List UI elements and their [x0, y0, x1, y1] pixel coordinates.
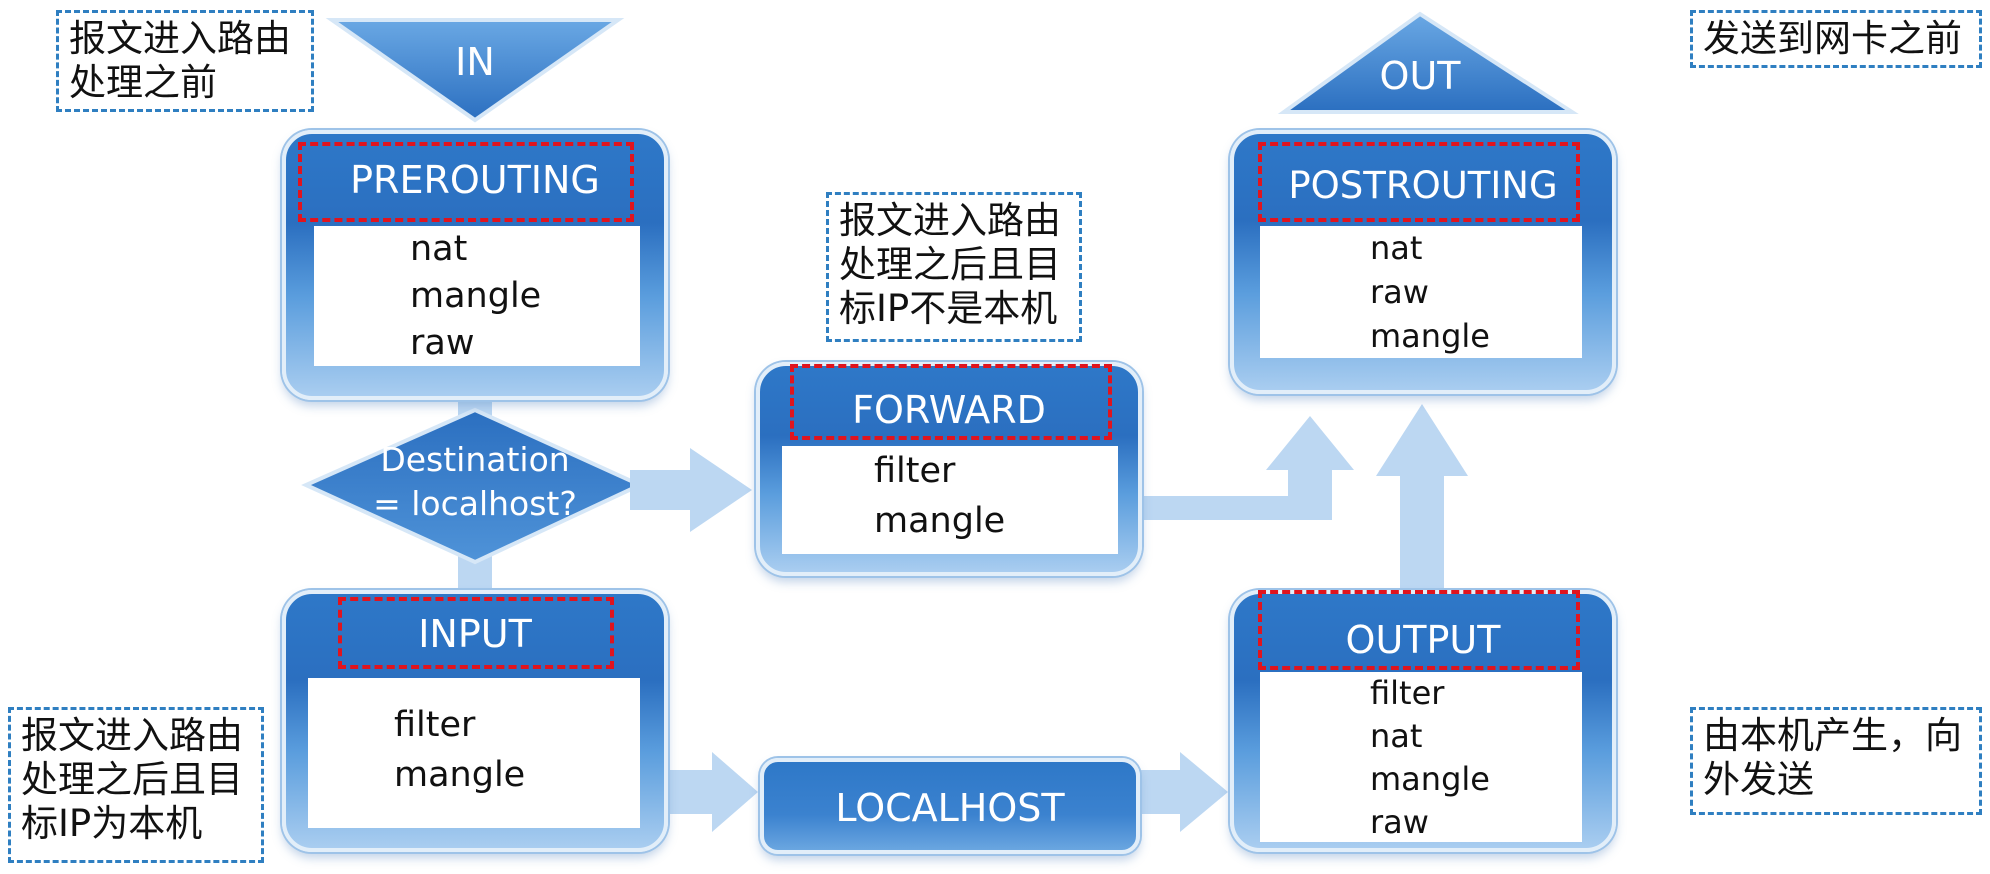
decision-label: Destination = localhost? — [373, 440, 577, 523]
in-triangle — [325, 18, 625, 123]
highlight-prerouting — [298, 142, 634, 222]
chain-output-tables: filter nat mangle raw — [1260, 672, 1582, 842]
table-item: nat — [1370, 229, 1423, 267]
chain-localhost-title: LOCALHOST — [835, 786, 1065, 830]
table-item: mangle — [874, 501, 1006, 541]
arrow-localhost-output — [1140, 752, 1228, 832]
arrow-input-localhost — [670, 752, 758, 832]
highlight-postrouting — [1258, 142, 1580, 222]
arrow-forward-postrouting-path — [1142, 416, 1354, 520]
note-prerouting: 报文进入路由 处理之前 — [56, 10, 314, 112]
chain-localhost: LOCALHOST — [760, 758, 1140, 854]
chain-postrouting-tables: nat raw mangle — [1260, 226, 1582, 358]
in-label: IN — [455, 40, 495, 84]
chain-prerouting-tables: nat mangle raw — [314, 226, 640, 366]
arrow-output-postrouting — [1376, 404, 1468, 590]
out-triangle — [1277, 11, 1579, 114]
chain-prerouting: PREROUTING nat mangle raw — [282, 130, 668, 400]
chain-forward-title: FORWARD — [852, 388, 1046, 432]
note-output: 由本机产生，向 外发送 — [1690, 707, 1982, 815]
table-item: mangle — [1370, 760, 1490, 798]
table-item: mangle — [410, 276, 542, 316]
table-item: filter — [1370, 674, 1445, 712]
highlight-forward — [790, 364, 1112, 440]
chain-postrouting-title: POSTROUTING — [1288, 164, 1558, 207]
table-item: raw — [1370, 803, 1429, 841]
table-item: raw — [410, 323, 475, 363]
chain-input-tables: filter mangle — [308, 678, 640, 828]
arrow-decision-forward — [630, 448, 752, 532]
table-item: filter — [874, 451, 956, 491]
chain-forward: FORWARD filter mangle — [756, 362, 1142, 576]
table-item: nat — [410, 229, 468, 269]
chain-prerouting-title: PREROUTING — [350, 158, 600, 202]
chain-input-title: INPUT — [418, 612, 532, 656]
note-input: 报文进入路由 处理之后且目 标IP为本机 — [8, 707, 264, 863]
chain-output: OUTPUT filter nat mangle raw — [1230, 590, 1616, 852]
note-postrouting: 发送到网卡之前 — [1690, 10, 1982, 68]
table-item: mangle — [394, 755, 526, 795]
table-item: nat — [1370, 717, 1423, 755]
table-item: mangle — [1370, 317, 1490, 355]
chain-input: INPUT filter mangle — [282, 590, 668, 852]
highlight-output — [1258, 590, 1580, 670]
chain-output-title: OUTPUT — [1345, 618, 1501, 662]
note-forward: 报文进入路由 处理之后且目 标IP不是本机 — [826, 192, 1082, 342]
chain-forward-tables: filter mangle — [782, 446, 1118, 554]
chain-postrouting: POSTROUTING nat raw mangle — [1230, 130, 1616, 394]
decision-diamond — [301, 407, 645, 565]
out-label: OUT — [1379, 54, 1461, 98]
highlight-input — [338, 597, 614, 669]
table-item: filter — [394, 705, 476, 745]
table-item: raw — [1370, 273, 1429, 311]
